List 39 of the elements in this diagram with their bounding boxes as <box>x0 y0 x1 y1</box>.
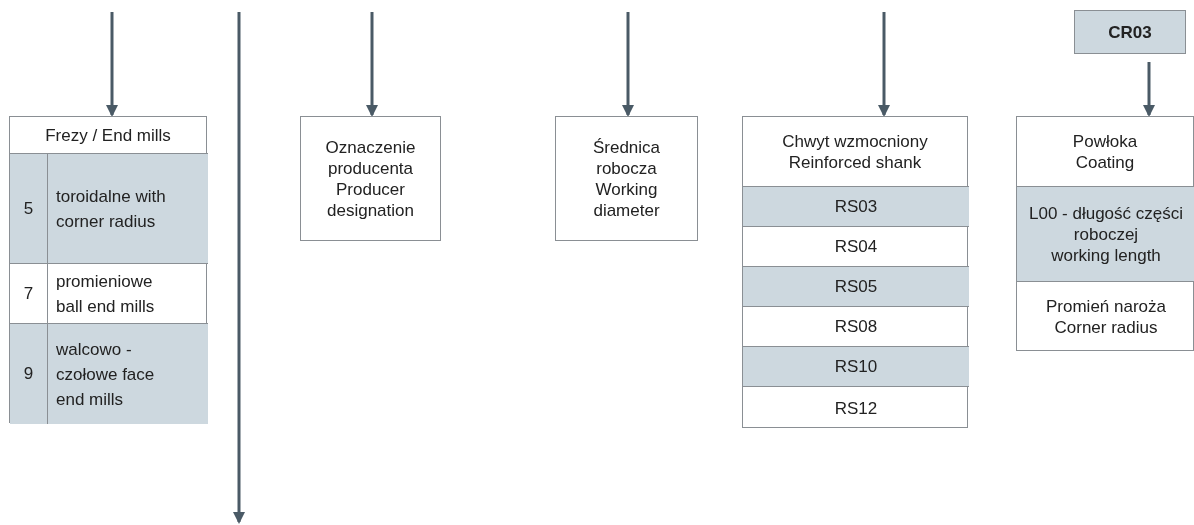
arrow <box>622 12 634 117</box>
cell-text: Corner radius <box>1054 317 1158 338</box>
cell-text: RS12 <box>834 397 878 419</box>
header-text: Powłoka <box>1071 130 1139 152</box>
table-cell <box>743 346 969 386</box>
header-text: Chwyt wzmocniony <box>781 130 929 152</box>
cell-text: RS04 <box>834 236 878 257</box>
table-cell <box>743 186 969 226</box>
table-cell <box>1017 186 1194 281</box>
table <box>1016 116 1194 351</box>
row-description: promieniowe ball end mills <box>56 270 156 318</box>
arrow <box>366 12 378 117</box>
cell-text: working length <box>1050 244 1162 266</box>
row-description: toroidalne with corner radius <box>56 185 167 233</box>
row-number: 9 <box>10 324 48 424</box>
header-text: Reinforced shank <box>787 151 923 173</box>
arrow <box>878 12 890 117</box>
cell-text: Oznaczenie producenta <box>324 136 417 179</box>
code-label <box>1074 10 1186 54</box>
arrow <box>106 12 118 117</box>
cell-text: Working diameter <box>592 178 661 221</box>
table-cell <box>743 266 969 306</box>
arrow <box>1143 62 1155 117</box>
cell-text: RS08 <box>834 316 878 337</box>
header-text: Coating <box>1074 151 1136 173</box>
cell-text: Producer designation <box>326 178 415 221</box>
header-text: Frezy / End mills <box>44 124 172 146</box>
code-text: CR03 <box>1108 21 1152 43</box>
table-row <box>10 153 208 263</box>
table <box>9 116 207 423</box>
cell-text: Średnica robocza <box>591 136 662 179</box>
cell-text: RS10 <box>834 356 878 377</box>
cell-text: Promień naroża <box>1046 296 1166 317</box>
row-number: 5 <box>10 154 48 263</box>
cell-text: RS05 <box>834 276 878 297</box>
table <box>742 116 968 428</box>
cell-text: RS03 <box>834 196 878 217</box>
table-row <box>10 323 208 424</box>
row-description: walcowo - czołowe face end mills <box>56 338 156 411</box>
